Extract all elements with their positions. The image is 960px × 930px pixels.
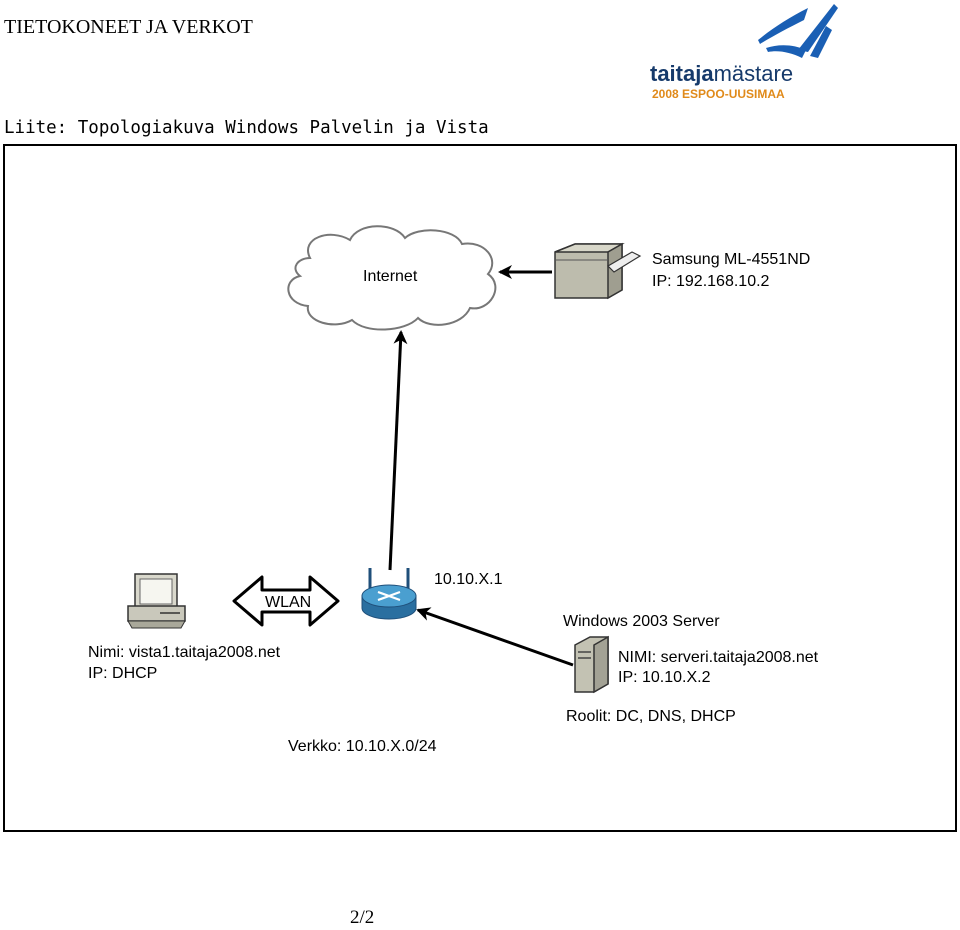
page-number: 2/2 <box>350 907 375 928</box>
server-name: NIMI: serveri.taitaja2008.net <box>618 649 819 666</box>
server-ip: IP: 10.10.X.2 <box>618 669 711 686</box>
printer-icon <box>554 242 642 300</box>
wlan-double-arrow: WLAN <box>232 575 340 627</box>
server-to-router-link <box>416 607 574 667</box>
internet-label: Internet <box>363 268 418 285</box>
page-subtitle: Liite: Topologiakuva Windows Palvelin ja… <box>4 118 489 138</box>
server-title: Windows 2003 Server <box>563 613 720 630</box>
workstation-icon <box>127 573 186 629</box>
server-roles: Roolit: DC, DNS, DHCP <box>566 708 736 725</box>
wireless-router-icon <box>361 568 417 620</box>
topology-frame <box>3 144 957 832</box>
svg-text:taitajamästare: taitajamästare <box>650 61 793 86</box>
printer-ip: IP: 192.168.10.2 <box>652 273 770 290</box>
printer-name: Samsung ML-4551ND <box>652 251 810 268</box>
network-address: Verkko: 10.10.X.0/24 <box>288 738 437 755</box>
client-name: Nimi: vista1.taitaja2008.net <box>88 644 281 661</box>
router-to-internet-link <box>388 330 408 571</box>
internet-cloud: Internet <box>287 225 497 331</box>
client-ip: IP: DHCP <box>88 665 157 682</box>
router-ip: 10.10.X.1 <box>434 571 503 588</box>
taitajamastare-logo: taitajamästare 2008 ESPOO-UUSIMAA <box>648 0 843 101</box>
server-tower-icon <box>574 635 609 694</box>
wlan-label: WLAN <box>265 594 311 611</box>
document-header: TIETOKONEET JA VERKOT <box>4 16 253 38</box>
svg-text:2008 ESPOO-UUSIMAA: 2008 ESPOO-UUSIMAA <box>652 87 785 100</box>
